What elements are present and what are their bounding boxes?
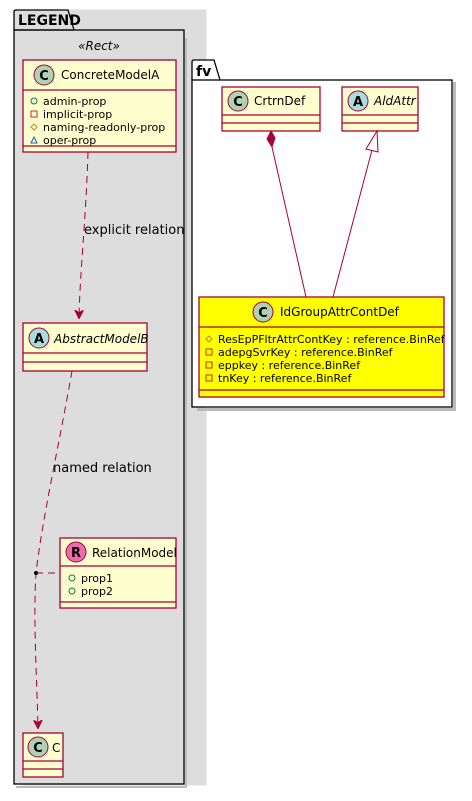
class-name: IdGroupAttrContDef xyxy=(280,305,400,319)
class-c-icon-letter: C xyxy=(258,306,268,321)
private-visibility-icon xyxy=(205,361,213,369)
protected-visibility-icon xyxy=(30,123,38,131)
class-c-icon-letter: C xyxy=(233,95,243,110)
class-abstract-model-b[interactable]: A AbstractModelB xyxy=(22,322,149,372)
fv-package-title: fv xyxy=(196,64,211,80)
class-c-icon xyxy=(33,64,55,86)
attribute: admin-prop xyxy=(43,95,106,108)
association-point xyxy=(34,571,38,575)
abstract-a-icon xyxy=(28,327,50,349)
class-c-icon-letter: C xyxy=(39,69,49,84)
abstract-a-icon xyxy=(347,90,369,112)
legend-stereotype: «Rect» xyxy=(78,39,120,53)
class-relation-model[interactable]: R RelationModel prop1 prop2 xyxy=(59,537,177,609)
named-relation-label: named relation xyxy=(53,461,152,476)
abstract-a-icon-letter: A xyxy=(34,332,44,347)
attribute: ResEpPFltrAttrContKey : reference.BinRef xyxy=(218,333,446,346)
attribute: prop1 xyxy=(81,572,113,585)
class-c-icon-letter: C xyxy=(33,741,43,756)
relation-r-icon xyxy=(65,541,87,563)
class-crtrn-def[interactable]: C CrtrnDef xyxy=(221,86,321,132)
public-visibility-icon xyxy=(68,574,76,582)
private-visibility-icon xyxy=(205,374,213,382)
attribute: oper-prop xyxy=(43,134,96,147)
class-c[interactable]: C C xyxy=(22,732,64,778)
class-name: ConcreteModelA xyxy=(61,68,160,82)
abstract-a-icon-letter: A xyxy=(353,95,363,110)
class-name: AbstractModelB xyxy=(53,332,149,346)
attribute: prop2 xyxy=(81,585,113,598)
class-c-icon xyxy=(227,90,249,112)
class-concrete-model-a[interactable]: C ConcreteModelA admin-prop implicit-pro… xyxy=(22,59,177,153)
package-visibility-icon xyxy=(30,135,38,144)
class-name: AldAttr xyxy=(373,94,417,108)
class-name: C xyxy=(52,741,60,755)
attribute: eppkey : reference.BinRef xyxy=(218,359,361,372)
class-name: CrtrnDef xyxy=(254,94,306,108)
named-relation-arrow: named relation xyxy=(34,370,152,728)
private-visibility-icon xyxy=(30,110,38,118)
composition-edge xyxy=(266,129,307,298)
class-idgroup-attr-cont-def[interactable]: C IdGroupAttrContDef ResEpPFltrAttrContK… xyxy=(198,296,446,398)
protected-visibility-icon xyxy=(205,335,213,343)
private-visibility-icon xyxy=(205,348,213,356)
inheritance-triangle xyxy=(365,129,379,153)
attribute: naming-readonly-prop xyxy=(43,121,165,134)
relation-r-icon-letter: R xyxy=(71,546,81,561)
class-name: RelationModel xyxy=(92,546,177,560)
legend-package-title: LEGEND xyxy=(18,13,81,29)
composition-diamond xyxy=(266,129,276,149)
explicit-relation-label: explicit relation xyxy=(84,223,184,238)
public-visibility-icon xyxy=(68,587,76,595)
class-aldattr[interactable]: A AldAttr xyxy=(341,86,419,132)
attribute: adepgSvrKey : reference.BinRef xyxy=(218,346,394,359)
generalization-edge xyxy=(332,129,379,298)
class-c-icon xyxy=(27,736,49,758)
class-c-icon xyxy=(252,301,274,323)
attribute: implicit-prop xyxy=(43,108,112,121)
public-visibility-icon xyxy=(30,97,38,105)
attribute: tnKey : reference.BinRef xyxy=(218,372,352,385)
explicit-relation-arrow: explicit relation xyxy=(79,151,184,318)
